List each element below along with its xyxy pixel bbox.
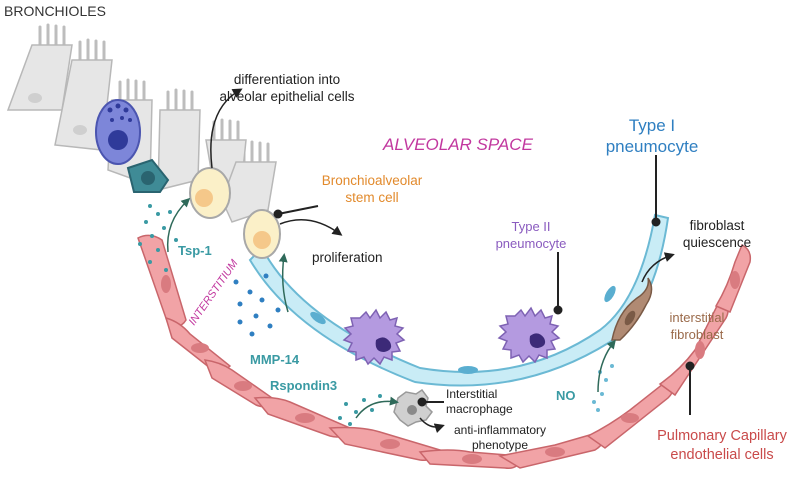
bronchiole-epithelium xyxy=(6,23,277,223)
label-anti-inflammatory-1: anti-inflammatory xyxy=(454,423,546,437)
label-fibroblast-q-2: quiescence xyxy=(683,235,751,250)
secretory-cell xyxy=(95,99,141,165)
label-type1-1: Type I xyxy=(629,116,675,135)
interstitial-fibroblast xyxy=(611,277,653,341)
label-type2-1: Type II xyxy=(511,219,550,234)
arrows xyxy=(166,88,675,433)
label-basc-2: stem cell xyxy=(345,190,398,205)
label-fibroblast-q-1: fibroblast xyxy=(690,218,745,233)
label-no: NO xyxy=(556,388,576,403)
label-basc-1: Bronchioalveolar xyxy=(322,173,423,188)
label-macrophage-1: Interstitial xyxy=(446,387,497,401)
arrow-tsp1 xyxy=(166,197,191,253)
label-rspondin3: Rspondin3 xyxy=(270,378,337,393)
label-interstitial-fibroblast-1: interstitial xyxy=(670,310,725,325)
label-proliferation: proliferation xyxy=(312,250,383,265)
arrow-anti-inflammatory xyxy=(419,417,445,433)
label-type2-2: pneumocyte xyxy=(496,236,567,251)
label-macrophage-2: macrophage xyxy=(446,402,513,416)
arrow-no xyxy=(597,339,616,393)
type2-pneumocyte-right xyxy=(497,306,561,364)
label-differentiation-1: differentiation into xyxy=(234,72,340,87)
type2-pneumocyte-left xyxy=(342,308,406,366)
leader-lines xyxy=(273,155,695,415)
arrow-fibroblast-quiescence xyxy=(641,252,675,283)
arrow-proliferation xyxy=(279,219,343,236)
endothelial-cells xyxy=(137,234,752,469)
label-bronchioles: BRONCHIOLES xyxy=(4,3,106,19)
label-interstitium: INTERSTITIUM xyxy=(187,257,241,328)
label-differentiation-2: alveolar epithelial cells xyxy=(219,89,354,104)
arrow-mmp14 xyxy=(278,253,289,313)
label-alveolar-space: ALVEOLAR SPACE xyxy=(382,135,534,154)
interstitial-macrophage xyxy=(393,388,433,427)
label-pcec-2: endothelial cells xyxy=(670,447,773,463)
label-mmp14: MMP-14 xyxy=(250,352,300,367)
label-tsp1: Tsp-1 xyxy=(178,243,212,258)
alveolar-epithelium xyxy=(248,213,670,387)
stem-cell-upper xyxy=(189,167,231,219)
cilia xyxy=(38,23,270,164)
neuroendocrine-cell xyxy=(126,158,170,193)
label-interstitial-fibroblast-2: fibroblast xyxy=(671,327,724,342)
label-type1-2: pneumocyte xyxy=(606,137,699,156)
label-anti-inflammatory-2: phenotype xyxy=(472,438,528,452)
stem-cell-lower xyxy=(243,209,281,259)
arrow-differentiation xyxy=(210,88,243,169)
arrow-rspondin3 xyxy=(355,396,399,419)
label-pcec-1: Pulmonary Capillary xyxy=(657,428,787,444)
